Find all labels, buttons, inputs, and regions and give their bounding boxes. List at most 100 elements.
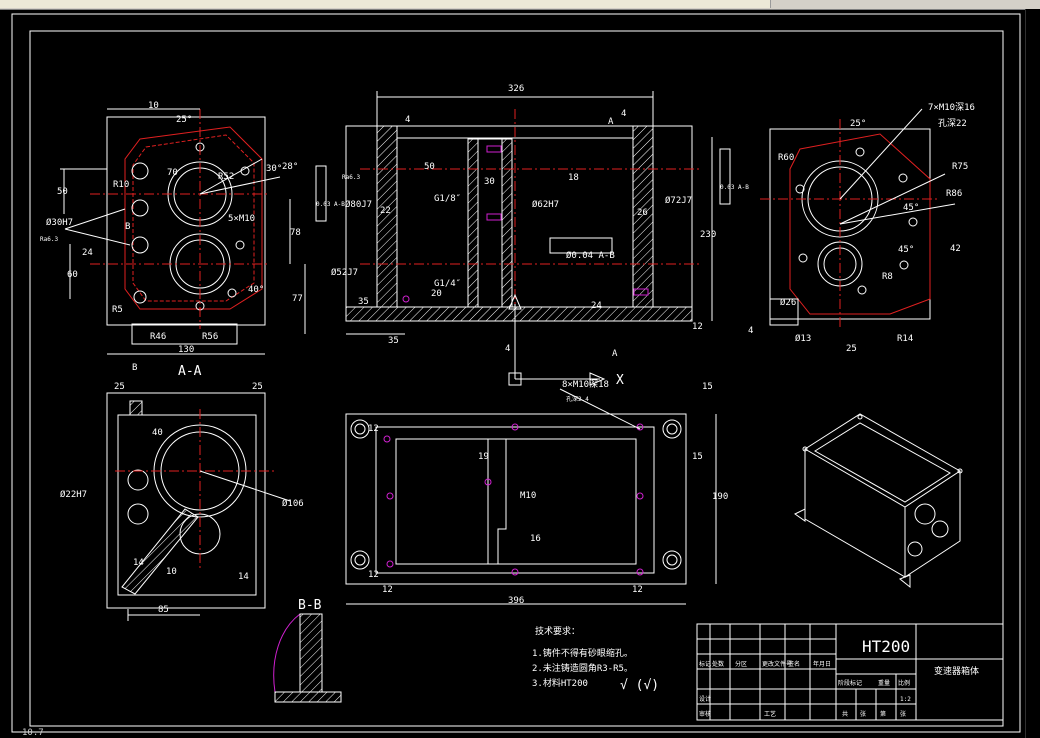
- dim-text: 70: [167, 168, 178, 178]
- dim-text: 190: [712, 492, 728, 502]
- dim-text: 4: [505, 344, 510, 354]
- dim-text: Ø13: [795, 333, 811, 344]
- material-label: HT200: [862, 637, 910, 656]
- dim-text: 16: [530, 534, 541, 544]
- tb-cell: 共: [842, 710, 848, 718]
- dim-text: 14: [133, 558, 144, 568]
- dim-text: 4: [748, 326, 753, 336]
- dim-text: 8×M10深18: [562, 379, 609, 390]
- dim-text: A: [612, 349, 618, 359]
- dim-text: Ø62H7: [532, 199, 559, 210]
- dim-text: 396: [508, 596, 524, 606]
- tb-cell: 分区: [735, 660, 747, 668]
- tb-cell: 设计: [699, 695, 711, 703]
- toolbar-segment[interactable]: [350, 0, 511, 8]
- tb-cell: 审核: [699, 710, 711, 718]
- dim-text: B: [132, 363, 137, 373]
- toolbar-segment[interactable]: [0, 0, 121, 8]
- tb-cell: 比例: [898, 679, 910, 687]
- dim-text: M10: [520, 491, 536, 501]
- front-view: 326 4 4 A 50 18 G1/8″ 30 Ø80J7 22 Ø62H7 …: [315, 84, 749, 359]
- tb-cell: 签名: [788, 660, 800, 668]
- toolbar-segment[interactable]: [120, 0, 191, 8]
- dim-text: 60: [67, 270, 78, 280]
- window-title-bar: [0, 0, 1040, 10]
- ucs-axes: X: [508, 293, 624, 388]
- drawing-canvas[interactable]: 10 25° 50 R10 30° 28° R52 5×M10 70 78 Ø3…: [0, 9, 1040, 738]
- note-line: 1.铸件不得有砂眼缩孔。: [532, 647, 633, 659]
- cad-drawing: 10 25° 50 R10 30° 28° R52 5×M10 70 78 Ø3…: [11, 13, 1021, 733]
- dim-text: R46: [150, 332, 166, 342]
- dim-text: R8: [882, 272, 893, 282]
- tb-cell: 标记: [699, 660, 711, 668]
- roughness-symbol: √ (√): [620, 678, 659, 693]
- dim-text: R56: [202, 332, 218, 342]
- note-line: 3.材料HT200: [532, 677, 588, 689]
- section-title: A-A: [178, 364, 202, 379]
- dim-text: 130: [178, 345, 194, 355]
- dim-text: 25°: [176, 115, 192, 125]
- dim-text: Ø0.04 A-B: [566, 250, 615, 261]
- dim-text: 12: [382, 585, 393, 595]
- dim-text: 15: [692, 452, 703, 462]
- dim-text: A: [608, 117, 614, 127]
- dim-text: 28°: [282, 162, 298, 172]
- dim-text: 孔深2.4: [566, 395, 589, 403]
- dim-text: 35: [388, 336, 399, 346]
- section-aa: A-A 25 25 40 14 Ø22H7 Ø106 10 14 85: [60, 364, 304, 621]
- dim-text: 326: [508, 84, 524, 94]
- tb-cell: 更改文件号: [762, 660, 792, 668]
- side-view: 7×M10深16 孔深22 25° R60 R75 R86 45° 45° 42…: [748, 102, 975, 354]
- dim-text: B: [125, 222, 130, 232]
- dim-text: Ø80J7: [345, 199, 372, 210]
- tb-cell: 处数: [712, 660, 724, 668]
- dim-text: 7×M10深16: [928, 102, 975, 113]
- dim-text: R60: [778, 153, 794, 163]
- status-text: 10.7: [22, 728, 44, 738]
- dim-text: 12: [368, 570, 379, 580]
- tb-cell: 张: [860, 710, 866, 718]
- dim-text: 24: [82, 248, 93, 258]
- tb-cell: 重量: [878, 679, 890, 687]
- roughness-tag: Ra6.3: [342, 174, 360, 181]
- tb-cell: 第: [880, 710, 886, 718]
- dim-text: 14: [238, 572, 249, 582]
- top-view: 10 25° 50 R10 30° 28° R52 5×M10 70 78 Ø3…: [40, 101, 306, 373]
- dim-text: R5: [112, 305, 123, 315]
- axis-x-label: X: [616, 373, 624, 388]
- toolbar-segment[interactable]: [510, 0, 646, 8]
- scale-value: 1:2: [900, 696, 911, 703]
- tb-cell: 张: [900, 710, 906, 718]
- dim-text: 25°: [850, 119, 866, 129]
- dim-text: 4: [621, 109, 626, 119]
- vertical-scrollbar[interactable]: [1025, 9, 1040, 738]
- dim-text: 24: [591, 301, 602, 311]
- dim-text: 19: [478, 452, 489, 462]
- dim-text: 25: [252, 382, 263, 392]
- section-bb: B-B: [273, 598, 342, 703]
- dim-text: R10: [113, 180, 129, 190]
- dim-text: 4: [405, 115, 410, 125]
- dim-text: 40: [152, 428, 163, 438]
- dim-text: 12: [368, 424, 379, 434]
- dim-text: 12: [692, 322, 703, 332]
- note-line: 2.未注铸造圆角R3-R5。: [532, 662, 633, 674]
- bottom-view: 8×M10深18 孔深2.4 15 15 19 M10 190 16 396 1…: [345, 379, 728, 606]
- dim-text: R14: [897, 334, 913, 344]
- toolbar-segment[interactable]: [190, 0, 351, 8]
- toolbar-segment[interactable]: [645, 0, 771, 8]
- dim-text: 85: [158, 605, 169, 615]
- dim-text: 25: [114, 382, 125, 392]
- dim-text: 22: [380, 206, 391, 216]
- dim-text: 25: [846, 344, 857, 354]
- dim-text: 孔深22: [938, 118, 967, 129]
- dim-text: 20: [431, 289, 442, 299]
- dim-text: 10: [166, 567, 177, 577]
- dim-text: 15: [702, 382, 713, 392]
- section-title: B-B: [298, 598, 322, 613]
- part-name: 变速器箱体: [934, 665, 979, 677]
- isometric-view: [794, 413, 963, 589]
- dim-text: G1/4″: [434, 279, 461, 289]
- dim-text: 42: [950, 244, 961, 254]
- dim-text: Ø30H7: [46, 217, 73, 228]
